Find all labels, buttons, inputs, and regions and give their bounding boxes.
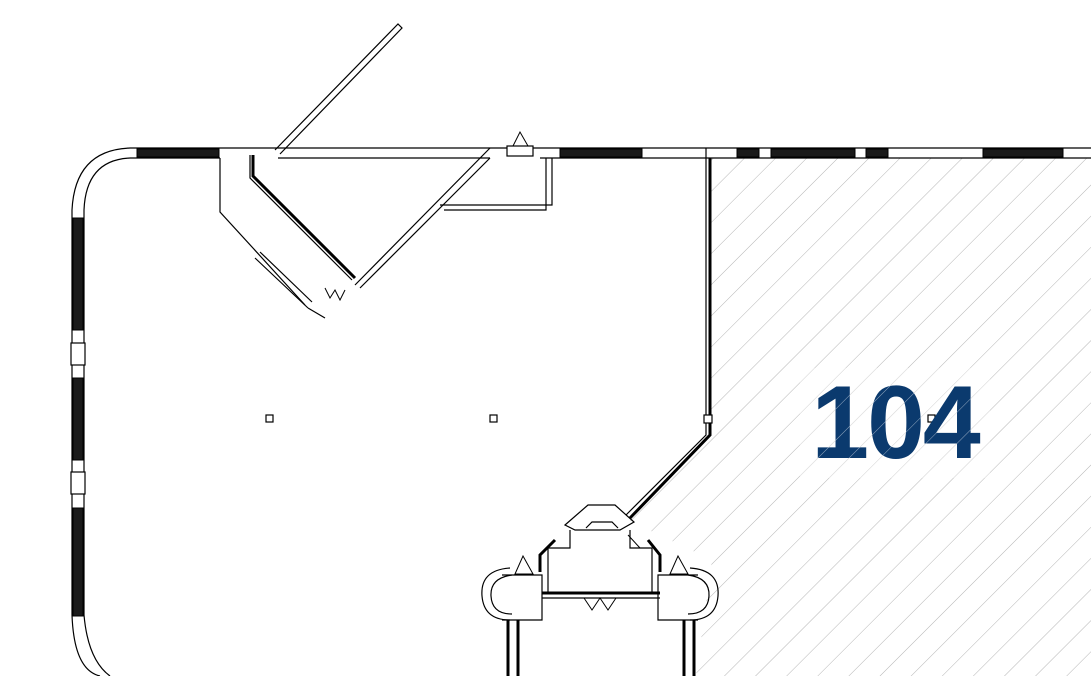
partition-wall bbox=[625, 148, 713, 520]
mullion-left-1 bbox=[70, 342, 86, 366]
exterior-wall-top bbox=[130, 147, 1091, 159]
left-round-tower bbox=[481, 554, 543, 676]
exterior-wall-left bbox=[71, 210, 111, 676]
window-top-3 bbox=[736, 148, 760, 158]
entrance-diagonal bbox=[219, 23, 491, 319]
window-top-1 bbox=[136, 148, 220, 158]
window-top-6 bbox=[982, 148, 1064, 158]
window-top-5 bbox=[865, 148, 889, 158]
column-marker-icon bbox=[265, 414, 274, 423]
window-left-2 bbox=[72, 377, 84, 461]
window-top-2 bbox=[559, 148, 643, 158]
window-left-3 bbox=[72, 507, 84, 617]
window-left-1 bbox=[72, 217, 84, 331]
right-round-tower bbox=[657, 554, 719, 676]
column-marker-icon bbox=[489, 414, 498, 423]
small-room-top bbox=[440, 130, 553, 211]
window-top-4 bbox=[770, 148, 856, 158]
unit-number-label: 104 bbox=[811, 365, 981, 481]
exterior-wall-corner bbox=[71, 147, 131, 211]
vestibule bbox=[538, 504, 662, 611]
mullion-left-2 bbox=[70, 471, 86, 495]
